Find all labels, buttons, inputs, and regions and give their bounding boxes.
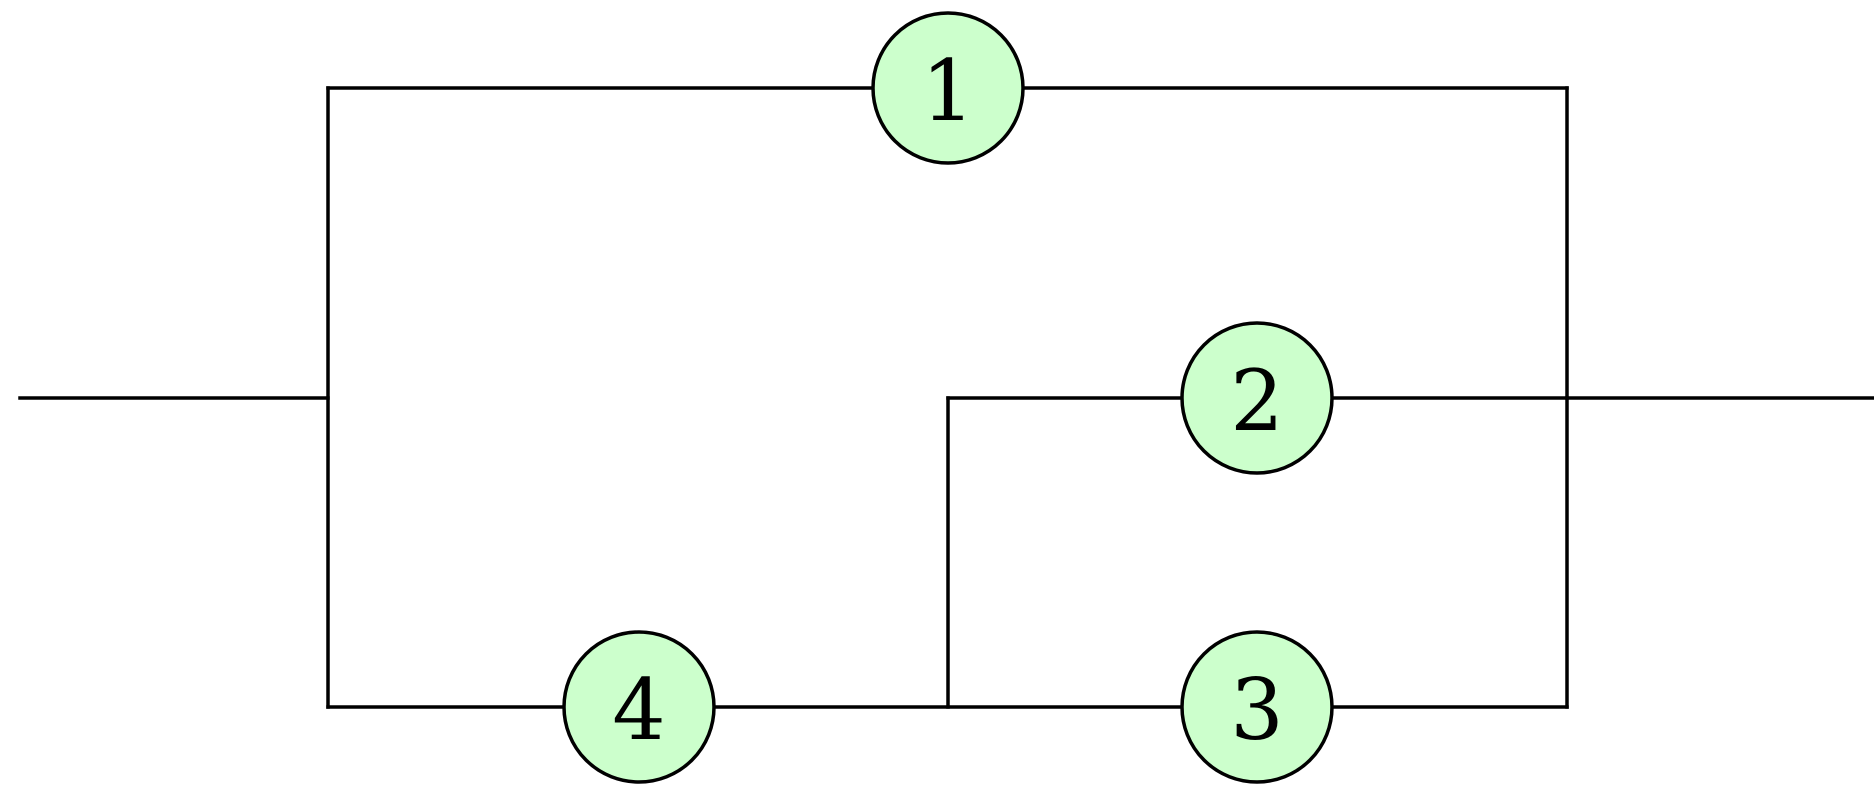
component-1-circle [871,11,1025,165]
component-1: 1 [871,11,1025,165]
wires [18,86,1874,709]
component-4-label: 4 [612,661,665,759]
component-3: 3 [1180,630,1334,784]
component-3-circle [1180,630,1334,784]
component-4: 4 [562,630,716,784]
component-2-label: 2 [1230,352,1283,450]
component-2-circle [1180,321,1334,475]
component-1-label: 1 [921,42,974,140]
component-4-circle [562,630,716,784]
component-3-label: 3 [1230,661,1283,759]
component-2: 2 [1180,321,1334,475]
